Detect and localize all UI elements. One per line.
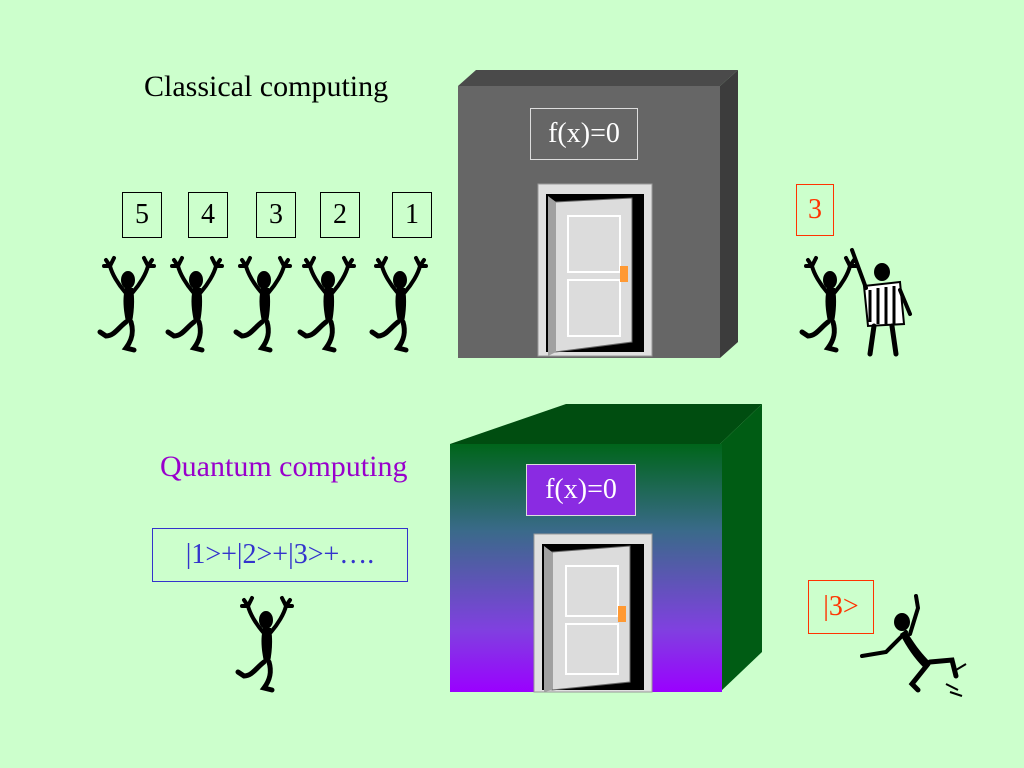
queue-item: 3 bbox=[256, 192, 296, 238]
classical-title: Classical computing bbox=[144, 70, 389, 103]
quantum-figure bbox=[238, 598, 292, 690]
running-figure bbox=[860, 594, 967, 697]
classical-function-label: f(x)=0 bbox=[530, 108, 638, 160]
door-knob-icon bbox=[620, 266, 628, 282]
queue-item: 5 bbox=[122, 192, 162, 238]
superposition-state: |1>+|2>+|3>+…. bbox=[152, 528, 408, 582]
quantum-function-label: f(x)=0 bbox=[526, 464, 636, 516]
celebrating-pair-figure bbox=[802, 248, 912, 357]
quantum-output: |3> bbox=[808, 580, 874, 634]
quantum-box bbox=[450, 404, 762, 693]
door-knob-icon bbox=[618, 606, 626, 622]
queue-item: 4 bbox=[188, 192, 228, 238]
classical-output: 3 bbox=[796, 184, 834, 236]
dancer-figures bbox=[100, 258, 426, 350]
quantum-title: Quantum computing bbox=[160, 450, 408, 483]
queue-item: 2 bbox=[320, 192, 360, 238]
queue-item: 1 bbox=[392, 192, 432, 238]
